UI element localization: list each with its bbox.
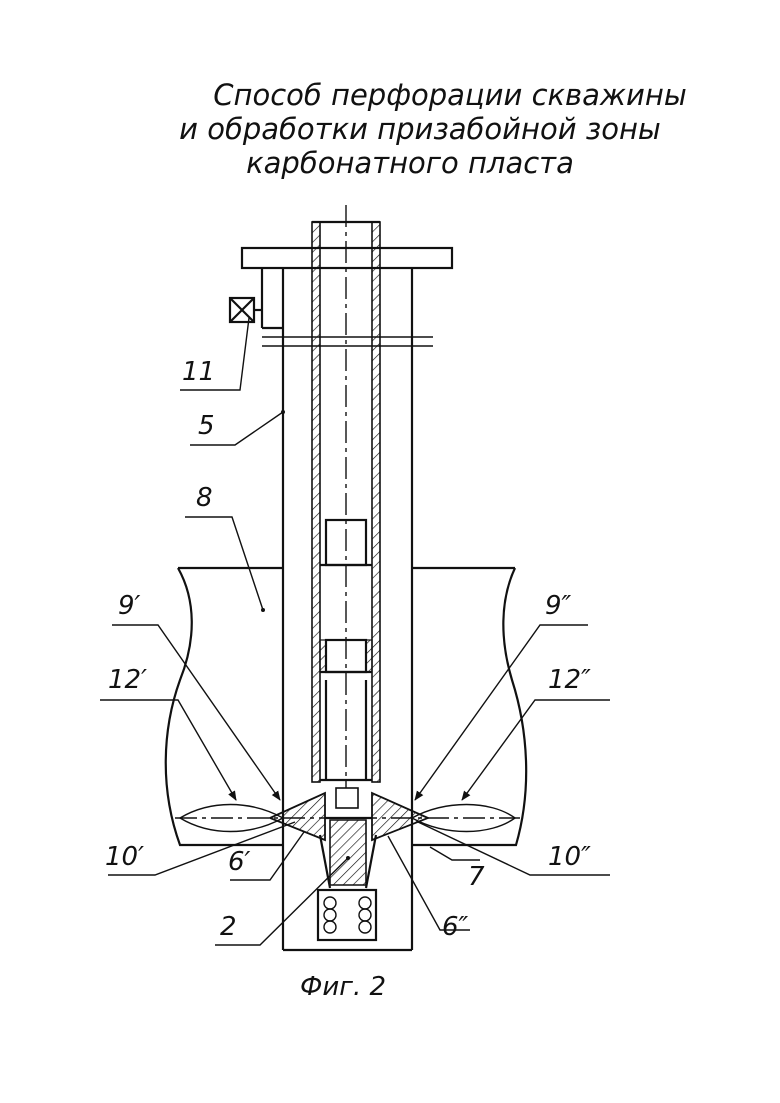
casing-string: [240, 246, 454, 952]
tubing-string: [311, 205, 381, 800]
valve-icon: [228, 296, 262, 324]
label-11: 11: [182, 357, 215, 387]
label-7: 7: [468, 862, 485, 892]
jet-channels: [175, 803, 520, 833]
label-2: 2: [220, 912, 237, 942]
label-6-double-prime: 6″: [442, 912, 469, 942]
label-12-prime: 12′: [108, 665, 147, 695]
leader-lines: [100, 317, 610, 946]
title-line-3: карбонатного пласта: [246, 146, 574, 180]
title-line-2: и обработки призабойной зоны: [179, 112, 661, 146]
title-line-1: Способ перфорации скважины: [213, 78, 687, 112]
formation-outline: [164, 566, 528, 847]
label-8: 8: [196, 483, 213, 513]
label-10-prime: 10′: [105, 842, 144, 872]
label-12-double-prime: 12″: [548, 665, 591, 695]
label-9-double-prime: 9″: [545, 591, 572, 621]
label-9-prime: 9′: [118, 591, 141, 621]
label-6-prime: 6′: [228, 847, 251, 877]
figure-caption: Фиг. 2: [300, 972, 386, 1002]
spring-icon: [323, 896, 372, 934]
perforator-head: [267, 787, 431, 942]
label-10-double-prime: 10″: [548, 842, 591, 872]
label-5: 5: [198, 411, 215, 441]
